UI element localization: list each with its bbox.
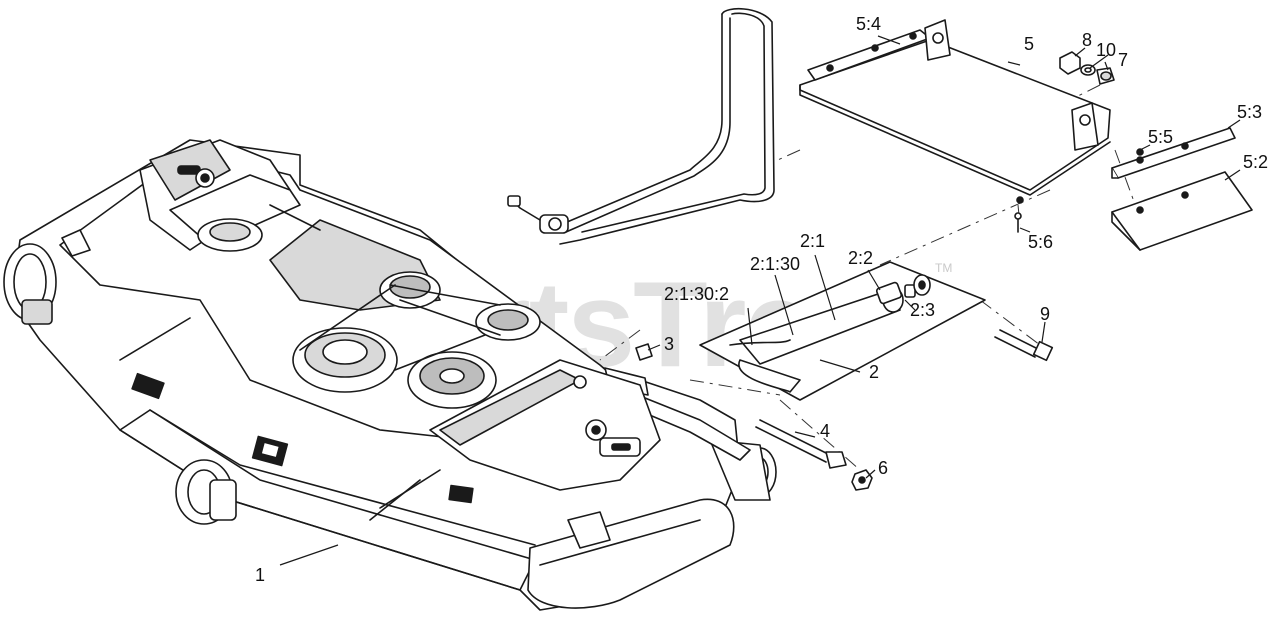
callout-4[interactable]: 4 [820,421,830,441]
mower-deck [3,139,777,611]
callout-5-4[interactable]: 5:4 [856,14,881,34]
callout-2-1[interactable]: 2:1 [800,231,825,251]
callout-6[interactable]: 6 [878,458,888,478]
callout-7[interactable]: 7 [1118,50,1128,70]
callout-labels: 1 2 2:1 2:1:30 2:1:30:2 2:2 2:3 3 4 5 5:… [255,14,1268,585]
callout-2-3[interactable]: 2:3 [910,300,935,320]
part-5-2-plate [1111,171,1253,251]
part-5-6-screw [1014,212,1022,233]
callout-5-5[interactable]: 5:5 [1148,127,1173,147]
callout-2[interactable]: 2 [869,362,879,382]
part-5-3-plate [1111,127,1236,179]
callout-2-2[interactable]: 2:2 [848,248,873,268]
callout-8[interactable]: 8 [1082,30,1092,50]
callout-2-1-30-2[interactable]: 2:1:30:2 [664,284,729,304]
callout-5-3[interactable]: 5:3 [1237,102,1262,122]
callout-5-2[interactable]: 5:2 [1243,152,1268,172]
leader-lines [279,35,1241,566]
handle-bar [507,7,775,245]
part-5-baffle-plate [799,19,1111,204]
callout-1[interactable]: 1 [255,565,265,585]
hardware-8-10-7 [1059,51,1115,85]
callout-10[interactable]: 10 [1096,40,1116,60]
part-3-screw [635,343,653,361]
part-9-bolt [994,329,1054,362]
callout-3[interactable]: 3 [664,334,674,354]
watermark-trademark: TM [935,261,952,275]
callout-5-6[interactable]: 5:6 [1028,232,1053,252]
callout-5[interactable]: 5 [1024,34,1034,54]
part-4-rod [755,419,847,469]
part-2-tube-assembly [699,261,986,401]
callout-9[interactable]: 9 [1040,304,1050,324]
part-5-5-screw [1136,148,1144,156]
part-6-nut [851,469,873,491]
callout-2-1-30[interactable]: 2:1:30 [750,254,800,274]
